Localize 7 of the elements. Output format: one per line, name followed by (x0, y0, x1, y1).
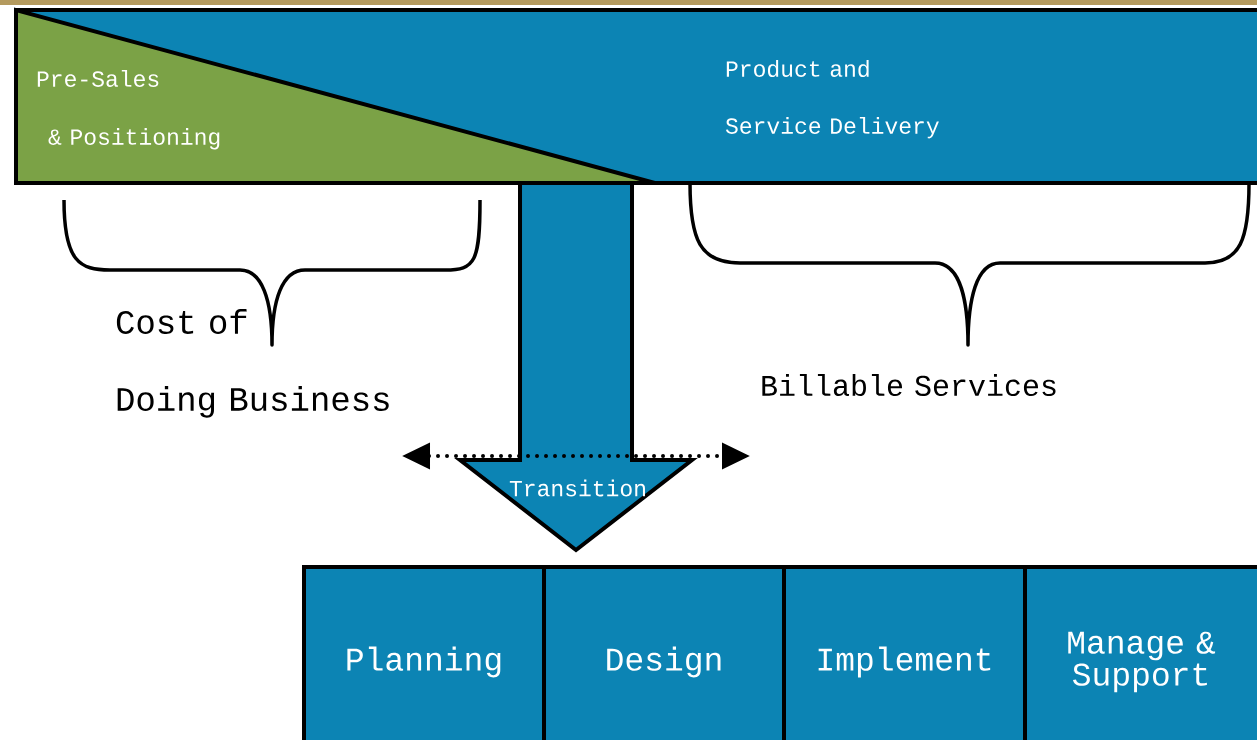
process-box: Implement (782, 565, 1027, 740)
brace-label: Billable Services (762, 374, 1056, 397)
process-box: Design (542, 565, 786, 740)
process-box: Manage & Support (1023, 565, 1257, 740)
process-box: Planning (302, 565, 546, 740)
edge-label: Transition (509, 479, 645, 497)
brace-label: Cost of Doing Business (116, 309, 389, 418)
